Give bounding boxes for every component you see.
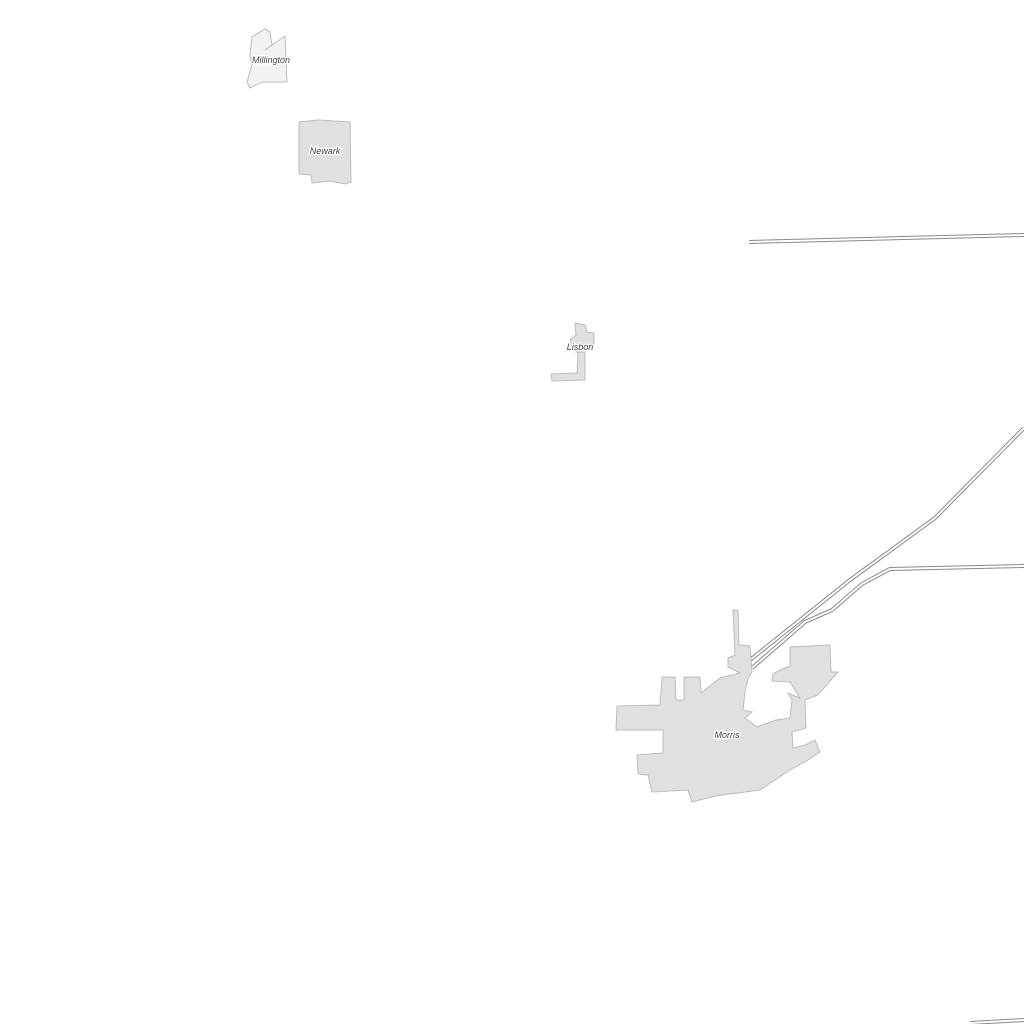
morris-boundary[interactable] [615, 609, 840, 803]
newark-boundary[interactable] [298, 119, 352, 185]
place-label-morris: Morris [715, 730, 740, 740]
place-label-lisbon: Lisbon [567, 342, 594, 352]
road-north [748, 233, 1024, 244]
millington-boundary[interactable] [246, 28, 288, 89]
highway-northeast [748, 426, 1024, 662]
roads [748, 233, 1024, 1024]
road-east [750, 564, 1024, 670]
place-label-millington: Millington [252, 55, 290, 65]
lisbon-boundary[interactable] [550, 322, 595, 382]
road-southeast [969, 1018, 1024, 1024]
place-label-newark: Newark [310, 146, 341, 156]
